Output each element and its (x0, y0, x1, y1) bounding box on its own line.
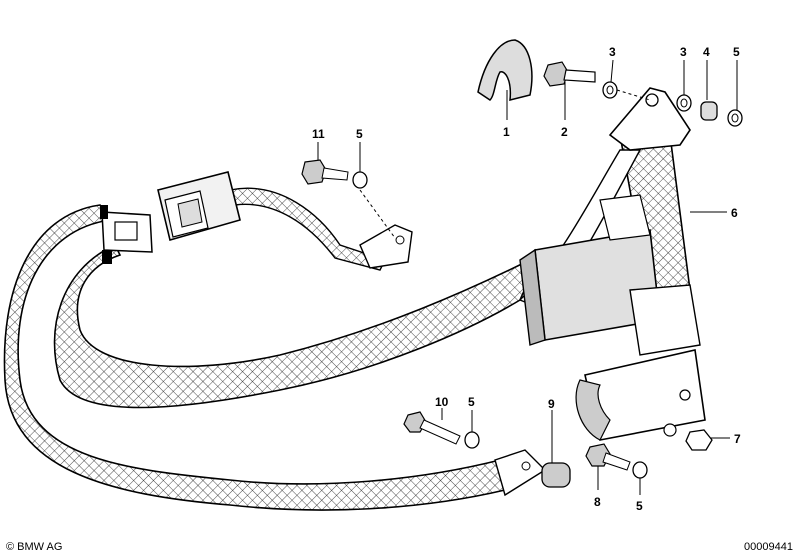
buckle-strap (229, 187, 386, 271)
callout-5d: 5 (636, 499, 643, 513)
bracket-buckle (359, 224, 413, 269)
latch-tongue (100, 205, 153, 264)
callout-8: 8 (594, 495, 601, 509)
callout-4: 4 (703, 45, 710, 59)
callout-3a: 3 (609, 45, 616, 59)
callout-5a: 5 (733, 45, 740, 59)
part-2-bolt (543, 61, 596, 87)
part-1-cover (477, 39, 533, 101)
bolt-8 (585, 443, 631, 471)
washer-5a (727, 109, 743, 127)
spacer-4 (700, 101, 718, 121)
callout-7: 7 (734, 432, 741, 446)
belt-end-plate (494, 449, 547, 497)
nut-7 (685, 429, 713, 451)
callout-6: 6 (731, 206, 738, 220)
callout-10: 10 (435, 395, 449, 409)
retractor-housing (519, 194, 706, 441)
callout-5b: 5 (356, 127, 363, 141)
bolt-10 (403, 411, 461, 445)
callout-11: 11 (312, 127, 325, 141)
callout-9: 9 (548, 397, 555, 411)
washer-3b (676, 94, 692, 112)
spacer-9 (541, 462, 571, 488)
belt-webbing-inner (53, 243, 542, 409)
washer-5d (632, 461, 648, 479)
shoulder-anchor-plate (608, 87, 691, 151)
copyright-text: © BMW AG (6, 541, 63, 553)
leader-lines (317, 59, 738, 495)
bolt-11 (301, 159, 349, 185)
callout-1: 1 (503, 125, 510, 139)
callout-5c: 5 (468, 395, 475, 409)
callout-2: 2 (561, 125, 568, 139)
belt-buckle (157, 171, 241, 241)
washer-3a (602, 81, 618, 99)
diagram-code: 00009441 (744, 541, 793, 553)
callout-3b: 3 (680, 45, 687, 59)
washer-5c (464, 431, 480, 449)
washer-5b (352, 171, 368, 189)
